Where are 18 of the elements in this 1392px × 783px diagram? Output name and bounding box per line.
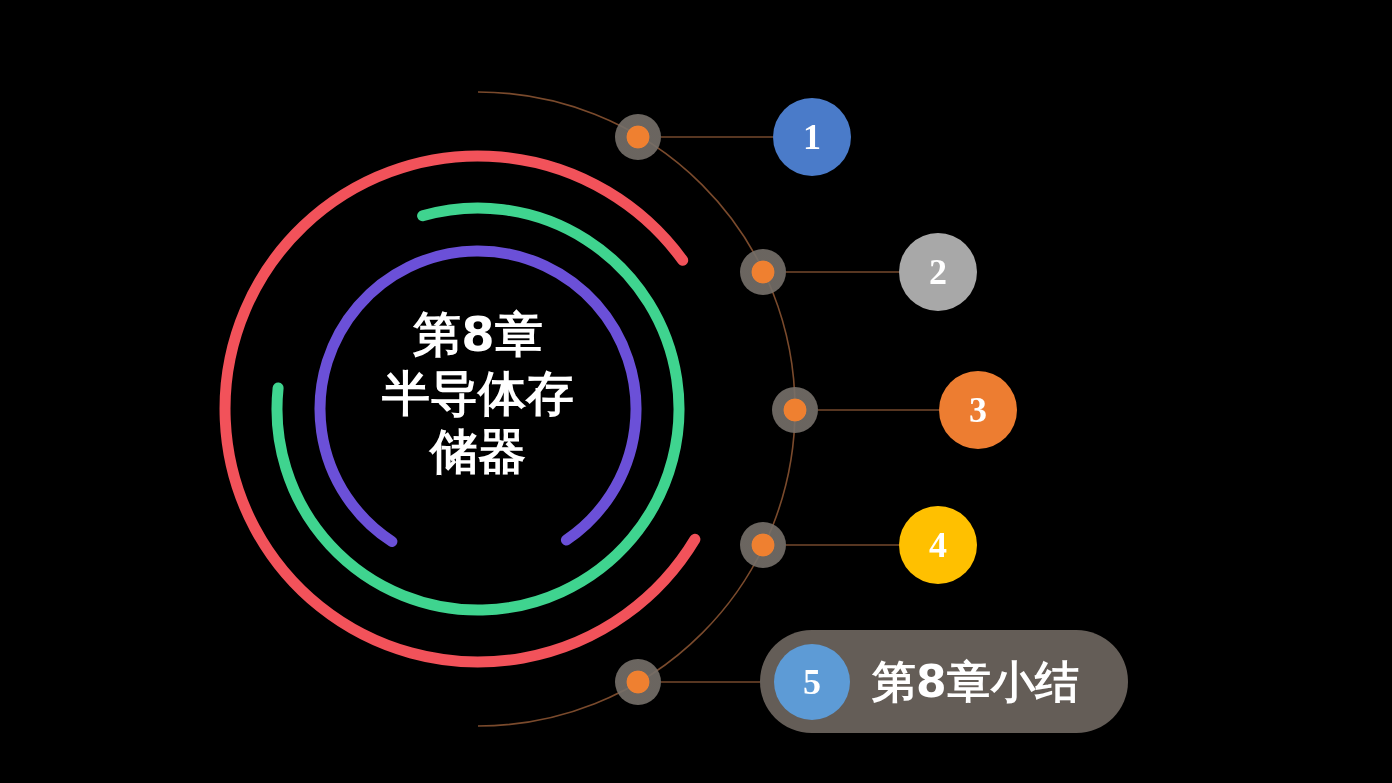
chapter-title: 半导体存储器 xyxy=(381,363,575,481)
number-circle: 3 xyxy=(939,371,1017,449)
dot-icon xyxy=(615,114,661,160)
number-circle: 4 xyxy=(899,506,977,584)
summary-title: 第8章小结 xyxy=(872,656,1079,707)
number-circle: 2 xyxy=(899,233,977,311)
connector-line xyxy=(817,409,940,411)
connector-line xyxy=(785,271,900,273)
connector-line xyxy=(660,681,761,683)
connector-line xyxy=(785,544,900,546)
connector-line xyxy=(660,136,774,138)
dot-icon xyxy=(740,249,786,295)
number-circle: 1 xyxy=(773,98,851,176)
dot-icon xyxy=(772,387,818,433)
dot-icon xyxy=(740,522,786,568)
dot-icon xyxy=(615,659,661,705)
number-circle: 5 xyxy=(774,643,850,720)
chapter-number: 第8章 xyxy=(413,305,543,364)
